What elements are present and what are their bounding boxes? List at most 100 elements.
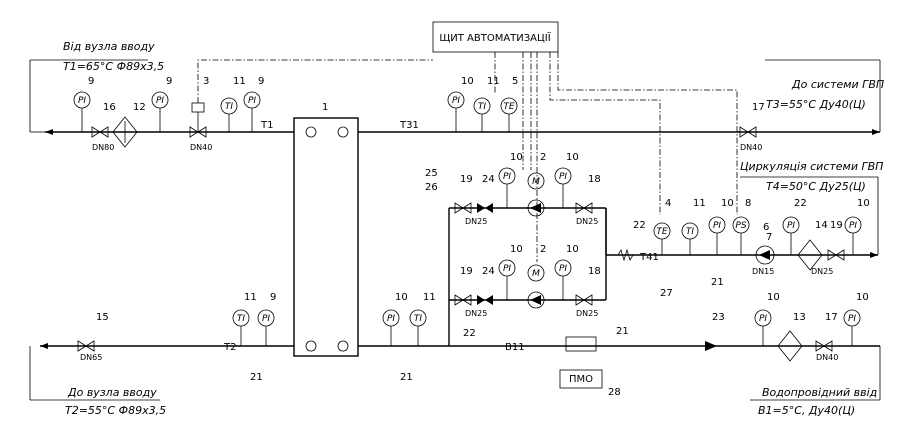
svg-text:21: 21 — [250, 372, 263, 383]
svg-text:TE: TE — [656, 227, 667, 237]
svg-text:6: 6 — [763, 222, 769, 233]
svg-text:PI: PI — [262, 314, 270, 324]
svg-text:25: 25 — [425, 168, 438, 179]
svg-text:TI: TI — [414, 314, 422, 324]
b1-in-spec: B1=5°C, Ду40(Ц) — [758, 404, 855, 417]
svg-text:14: 14 — [815, 220, 828, 231]
svg-text:10: 10 — [857, 198, 870, 209]
svg-text:10: 10 — [721, 198, 734, 209]
svg-text:PI: PI — [503, 172, 511, 182]
svg-text:9: 9 — [88, 76, 94, 87]
svg-text:PI: PI — [848, 314, 856, 324]
svg-text:11: 11 — [693, 198, 706, 209]
svg-text:9: 9 — [166, 76, 172, 87]
line-label-t2: T2 — [223, 342, 236, 353]
svg-text:DN25: DN25 — [811, 267, 833, 276]
t31-line: До системи ГВП T3=55°C Ду40(Ц) T31 PI 10… — [358, 59, 884, 152]
svg-text:27: 27 — [660, 288, 673, 299]
svg-text:DN40: DN40 — [816, 353, 838, 362]
svg-text:12: 12 — [133, 102, 146, 113]
svg-text:7: 7 — [766, 232, 772, 243]
svg-text:22: 22 — [463, 328, 476, 339]
svg-text:17: 17 — [825, 312, 838, 323]
t41-components: TE 4 TI 11 21 PI 10 PS 8 6 7 DN15 PI 22 … — [653, 198, 870, 288]
ti-label: TI — [225, 102, 233, 112]
svg-text:5: 5 — [512, 76, 518, 87]
svg-text:PI: PI — [452, 96, 460, 106]
pi-label: PI — [78, 96, 86, 106]
svg-text:PI: PI — [713, 221, 721, 231]
svg-text:TI: TI — [478, 102, 486, 112]
svg-text:10: 10 — [767, 292, 780, 303]
svg-text:22: 22 — [633, 220, 646, 231]
svg-text:10: 10 — [566, 244, 579, 255]
line-label-b11: B11 — [505, 342, 525, 353]
svg-text:PI: PI — [248, 96, 256, 106]
svg-text:PI: PI — [156, 96, 164, 106]
svg-text:DN15: DN15 — [752, 267, 774, 276]
svg-text:DN25: DN25 — [465, 217, 487, 226]
automation-panel-title: ЩИТ АВТОМАТИЗАЦІЇ — [439, 31, 550, 44]
b11-line: Водопровідний ввід B1=5°C, Ду40(Ц) B11 P… — [358, 288, 881, 417]
svg-text:DN40: DN40 — [190, 143, 212, 152]
svg-text:9: 9 — [270, 292, 276, 303]
svg-text:8: 8 — [745, 198, 751, 209]
svg-text:18: 18 — [588, 266, 601, 277]
svg-text:PI: PI — [759, 314, 767, 324]
svg-text:19: 19 — [830, 220, 843, 231]
automation-panel: ЩИТ АВТОМАТИЗАЦІЇ — [432, 21, 559, 53]
svg-text:DN25: DN25 — [576, 217, 598, 226]
svg-text:DN80: DN80 — [92, 143, 114, 152]
svg-text:10: 10 — [461, 76, 474, 87]
te-label: TE — [503, 102, 514, 112]
svg-text:9: 9 — [258, 76, 264, 87]
line-label-t41: T41 — [639, 252, 659, 263]
line-label-t31: T31 — [399, 120, 419, 131]
svg-text:21: 21 — [400, 372, 413, 383]
ps-label: PS — [735, 221, 746, 231]
svg-text:DN40: DN40 — [740, 143, 762, 152]
svg-text:23: 23 — [712, 312, 725, 323]
t2-line: До вузла вводу T2=55°C Ф89х3,5 T2 15 DN6… — [29, 292, 294, 417]
svg-text:10: 10 — [856, 292, 869, 303]
svg-text:28: 28 — [608, 387, 621, 398]
t4-in-title: Циркуляція системи ГВП — [740, 160, 883, 173]
svg-text:16: 16 — [103, 102, 116, 113]
svg-text:18: 18 — [588, 174, 601, 185]
plate-heat-exchanger — [293, 117, 359, 357]
svg-text:PI: PI — [559, 172, 567, 182]
t1-line: Від вузла вводу T1=65°C Ф89х3,5 T1 — [29, 40, 294, 135]
signal-lines — [197, 52, 738, 262]
svg-text:PI: PI — [387, 314, 395, 324]
svg-text:11: 11 — [244, 292, 257, 303]
t1-in-title: Від вузла вводу — [63, 40, 155, 53]
svg-text:19: 19 — [460, 266, 473, 277]
svg-text:10: 10 — [510, 244, 523, 255]
svg-text:4: 4 — [665, 198, 671, 209]
pmo-label: ПМО — [569, 374, 593, 385]
t2-out-title: До вузла вводу — [67, 386, 157, 399]
t3-out-spec: T3=55°C Ду40(Ц) — [766, 98, 866, 111]
svg-text:10: 10 — [510, 152, 523, 163]
t2-out-spec: T2=55°C Ф89х3,5 — [65, 404, 166, 417]
svg-text:22: 22 — [794, 198, 807, 209]
svg-text:PI: PI — [787, 221, 795, 231]
t1-in-spec: T1=65°C Ф89х3,5 — [63, 60, 164, 73]
svg-text:24: 24 — [482, 174, 495, 185]
line-label-t1: T1 — [260, 120, 273, 131]
svg-text:PI: PI — [503, 264, 511, 274]
svg-text:TI: TI — [686, 227, 694, 237]
heat-exchanger-tag: 1 — [322, 102, 328, 113]
svg-text:3: 3 — [203, 76, 209, 87]
svg-text:13: 13 — [793, 312, 806, 323]
svg-text:PI: PI — [559, 264, 567, 274]
svg-text:26: 26 — [425, 182, 438, 193]
svg-text:19: 19 — [460, 174, 473, 185]
svg-text:TI: TI — [237, 314, 245, 324]
svg-text:21: 21 — [616, 326, 629, 337]
t1-components: PI 9 16 DN80 12 PI 9 3 DN40 TI 11 PI 9 — [73, 76, 264, 152]
t3-out-title: До системи ГВП — [791, 78, 884, 91]
pump-group: Циркуляція системи ГВП T4=50°C Ду25(Ц) 2… — [425, 152, 883, 346]
svg-text:15: 15 — [96, 312, 109, 323]
